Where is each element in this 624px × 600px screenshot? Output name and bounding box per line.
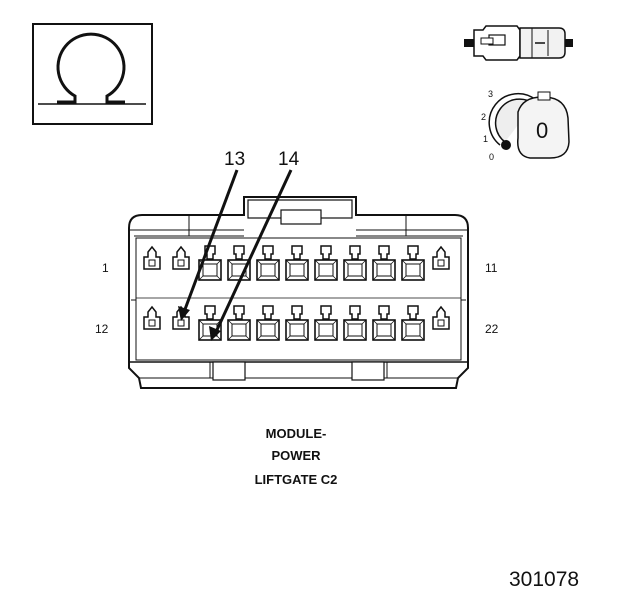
ohm-symbol-icon: [56, 32, 126, 104]
callout-label-14: 14: [278, 149, 300, 170]
cavity-terminal: [343, 245, 367, 281]
cavity-latch: [432, 245, 450, 270]
pin-label-1: 1: [102, 261, 109, 275]
key-face-label: 0: [536, 118, 548, 143]
cavity-terminal: [285, 305, 309, 341]
connector-title-line-1: MODULE-: [266, 426, 327, 441]
cavity-terminal: [343, 305, 367, 341]
cavity-latch: [432, 305, 450, 330]
cavity-terminal: [285, 245, 309, 281]
key-mark-0: 0: [489, 152, 494, 162]
connector-title-line-2: POWER: [271, 448, 321, 463]
figure-number: 301078: [509, 568, 579, 591]
cavity-terminal: [227, 305, 251, 341]
pin-label-11: 11: [485, 261, 498, 275]
cavity-terminal: [401, 305, 425, 341]
callout-arrow-14: [209, 169, 293, 341]
cavity-latch: [172, 245, 190, 270]
connector-body: [128, 196, 469, 389]
ohm-symbol-box: [32, 23, 153, 125]
key-mark-2: 2: [481, 112, 486, 122]
callout-arrow-13: [178, 169, 239, 321]
key-mark-1: 1: [483, 134, 488, 144]
cavity-terminal: [401, 245, 425, 281]
key-mark-3: 3: [488, 89, 493, 99]
connector-title-line-3: LIFTGATE C2: [255, 472, 338, 487]
cavity-latch: [143, 305, 161, 330]
cavity-terminal: [256, 245, 280, 281]
cavity-terminal: [314, 245, 338, 281]
cavity-latch: [143, 245, 161, 270]
pin-label-12: 12: [95, 322, 109, 336]
ignition-key-icon: 3 2 1 0 0: [481, 89, 570, 162]
pin-label-22: 22: [485, 322, 499, 336]
cavity-terminal: [372, 305, 396, 341]
cavity-terminal: [372, 245, 396, 281]
connector-side-icon: [464, 25, 573, 61]
cavity-terminal: [256, 305, 280, 341]
cavity-terminal: [314, 305, 338, 341]
callout-label-13: 13: [224, 149, 245, 170]
